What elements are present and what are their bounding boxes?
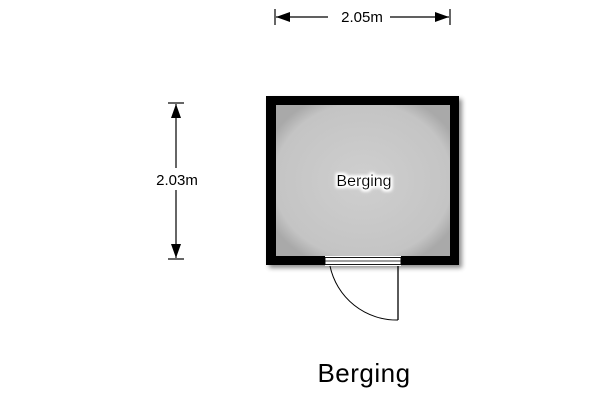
width-dimension: 2.05m	[274, 6, 451, 26]
door	[324, 256, 402, 321]
door-swing-arc	[329, 265, 399, 321]
room-floor	[276, 105, 450, 256]
arrow-down-icon	[171, 244, 181, 258]
arrow-left-icon	[276, 12, 290, 22]
room-berging	[266, 96, 459, 265]
plan-title: Berging	[317, 358, 411, 388]
arrow-right-icon	[435, 12, 449, 22]
arrow-up-icon	[171, 104, 181, 118]
height-dimension: 2.03m	[146, 102, 208, 260]
height-dimension-label: 2.03m	[156, 172, 198, 189]
room-label: Berging	[336, 173, 391, 190]
width-dimension-label: 2.05m	[341, 9, 383, 26]
